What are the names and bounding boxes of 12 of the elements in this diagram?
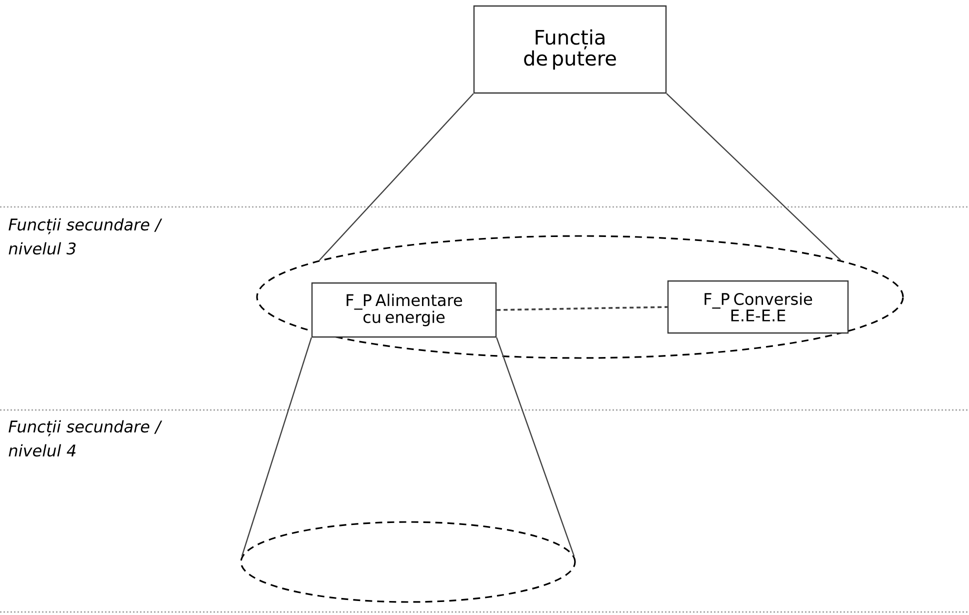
- level-label: Funcții secundare / nivelul 4: [8, 420, 162, 457]
- cone-line: [241, 337, 312, 556]
- cone-line: [318, 93, 474, 261]
- dashed-ellipse: [240, 521, 576, 603]
- cone-line: [666, 93, 842, 261]
- process-box: Funcția de putere: [473, 5, 667, 94]
- process-box: F_P Conversie E.E-E.E: [667, 280, 849, 334]
- cone-line: [496, 337, 575, 556]
- process-box: F_P Alimentare cu energie: [311, 282, 497, 338]
- dashed-ellipse: [256, 235, 904, 359]
- level-label: Funcții secundare / nivelul 3: [8, 218, 162, 255]
- connector-line: [496, 306, 668, 311]
